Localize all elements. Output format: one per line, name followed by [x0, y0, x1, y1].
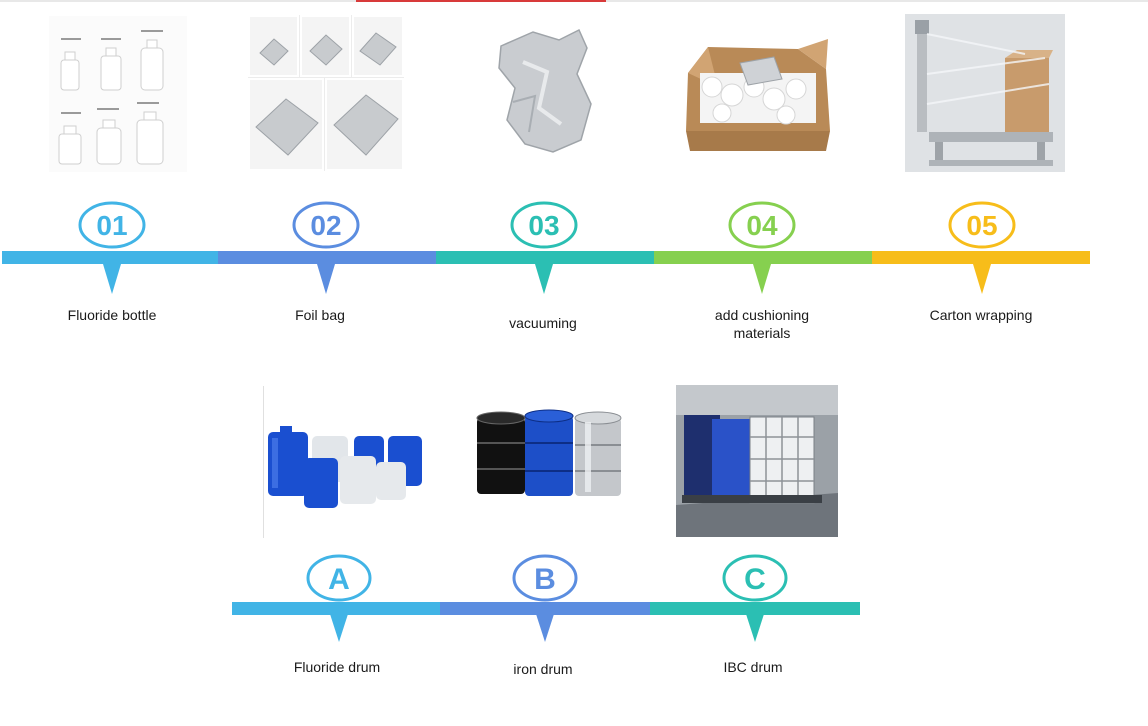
plastic-drums-photo: [263, 386, 424, 538]
timeline-band-01: [2, 251, 218, 264]
timeline-band-b: [440, 602, 650, 615]
step-number-02: 02: [310, 210, 341, 241]
iron-drums-photo: [469, 402, 627, 524]
ibc-totes-photo: [676, 385, 838, 537]
step-marker-03: 03: [510, 201, 578, 294]
step-label-01: Fluoride bottle: [67, 307, 157, 323]
step-marker-b: B: [512, 554, 578, 642]
step-label-c: IBC drum: [723, 659, 783, 675]
step-letter-a: A: [328, 563, 350, 596]
step-label-05: Carton wrapping: [929, 307, 1033, 323]
step-letter-b: B: [534, 563, 556, 596]
timeline-band-a: [232, 602, 440, 615]
step-label-03: vacuuming: [509, 315, 577, 331]
step-label-04: add cushioning materials: [714, 307, 810, 341]
step-letter-c: C: [744, 563, 766, 596]
timeline-band-04: [654, 251, 872, 264]
step-number-01: 01: [96, 210, 127, 241]
step-number-05: 05: [966, 210, 997, 241]
step-marker-05: 05: [948, 201, 1016, 294]
carton-wrapping-machine-photo: [905, 14, 1065, 172]
step-label-b: iron drum: [513, 661, 573, 677]
step-marker-c: C: [722, 554, 788, 642]
fluoride-bottles-photo: [49, 16, 187, 172]
carton-cushioning-photo: [678, 13, 840, 171]
step-number-04: 04: [746, 210, 778, 241]
foil-bags-photo: [248, 15, 404, 171]
step-label-a: Fluoride drum: [293, 659, 381, 675]
step-marker-02: 02: [292, 201, 360, 294]
step-number-03: 03: [528, 210, 559, 241]
vacuum-foil-bag-photo: [463, 12, 621, 170]
step-marker-04: 04: [728, 201, 796, 294]
timeline-band-05: [872, 251, 1090, 264]
step-marker-01: 01: [78, 201, 146, 294]
step-label-02: Foil bag: [295, 307, 345, 323]
timeline-band-02: [218, 251, 436, 264]
timeline-band-c: [650, 602, 860, 615]
timeline-band-03: [436, 251, 654, 264]
step-marker-a: A: [306, 554, 372, 642]
top-accent-bar: [356, 0, 606, 2]
